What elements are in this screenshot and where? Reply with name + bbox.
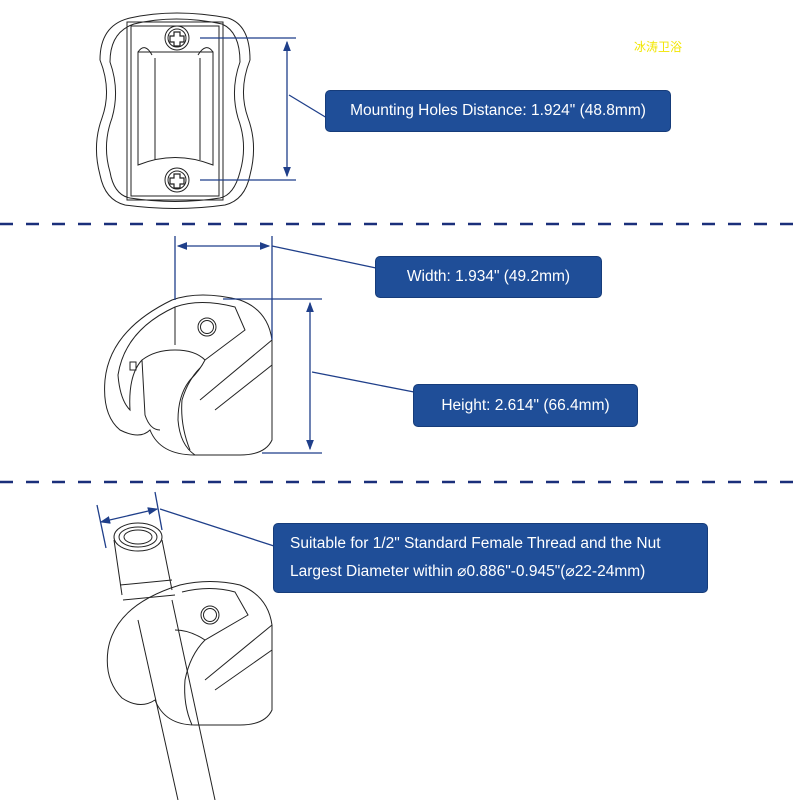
width-callout: Width: 1.934" (49.2mm) xyxy=(375,256,602,298)
height-callout: Height: 2.614" (66.4mm) xyxy=(413,384,638,427)
holder-with-hose-view xyxy=(106,522,273,800)
width-label: Width: 1.934" (49.2mm) xyxy=(406,268,571,285)
mounting-holes-label: Mounting Holes Distance: 1.924" (48.8mm) xyxy=(350,102,646,119)
thread-diameter-dimension xyxy=(96,491,275,549)
height-label: Height: 2.614" (66.4mm) xyxy=(441,396,610,414)
width-height-dimension xyxy=(174,236,415,454)
mounting-holes-dimension xyxy=(200,37,328,181)
thread-callout: Suitable for 1/2" Standard Female Thread… xyxy=(273,523,708,593)
holder-front-view xyxy=(96,12,254,209)
watermark-text: 冰涛卫浴 xyxy=(634,40,683,54)
holder-angled-view xyxy=(104,294,273,456)
thread-label-line-1: Suitable for 1/2" Standard Female Thread… xyxy=(290,535,661,552)
mounting-holes-callout: Mounting Holes Distance: 1.924" (48.8mm) xyxy=(325,90,671,132)
thread-label-line-2: Largest Diameter within ⌀0.886"-0.945"(⌀… xyxy=(290,563,646,580)
